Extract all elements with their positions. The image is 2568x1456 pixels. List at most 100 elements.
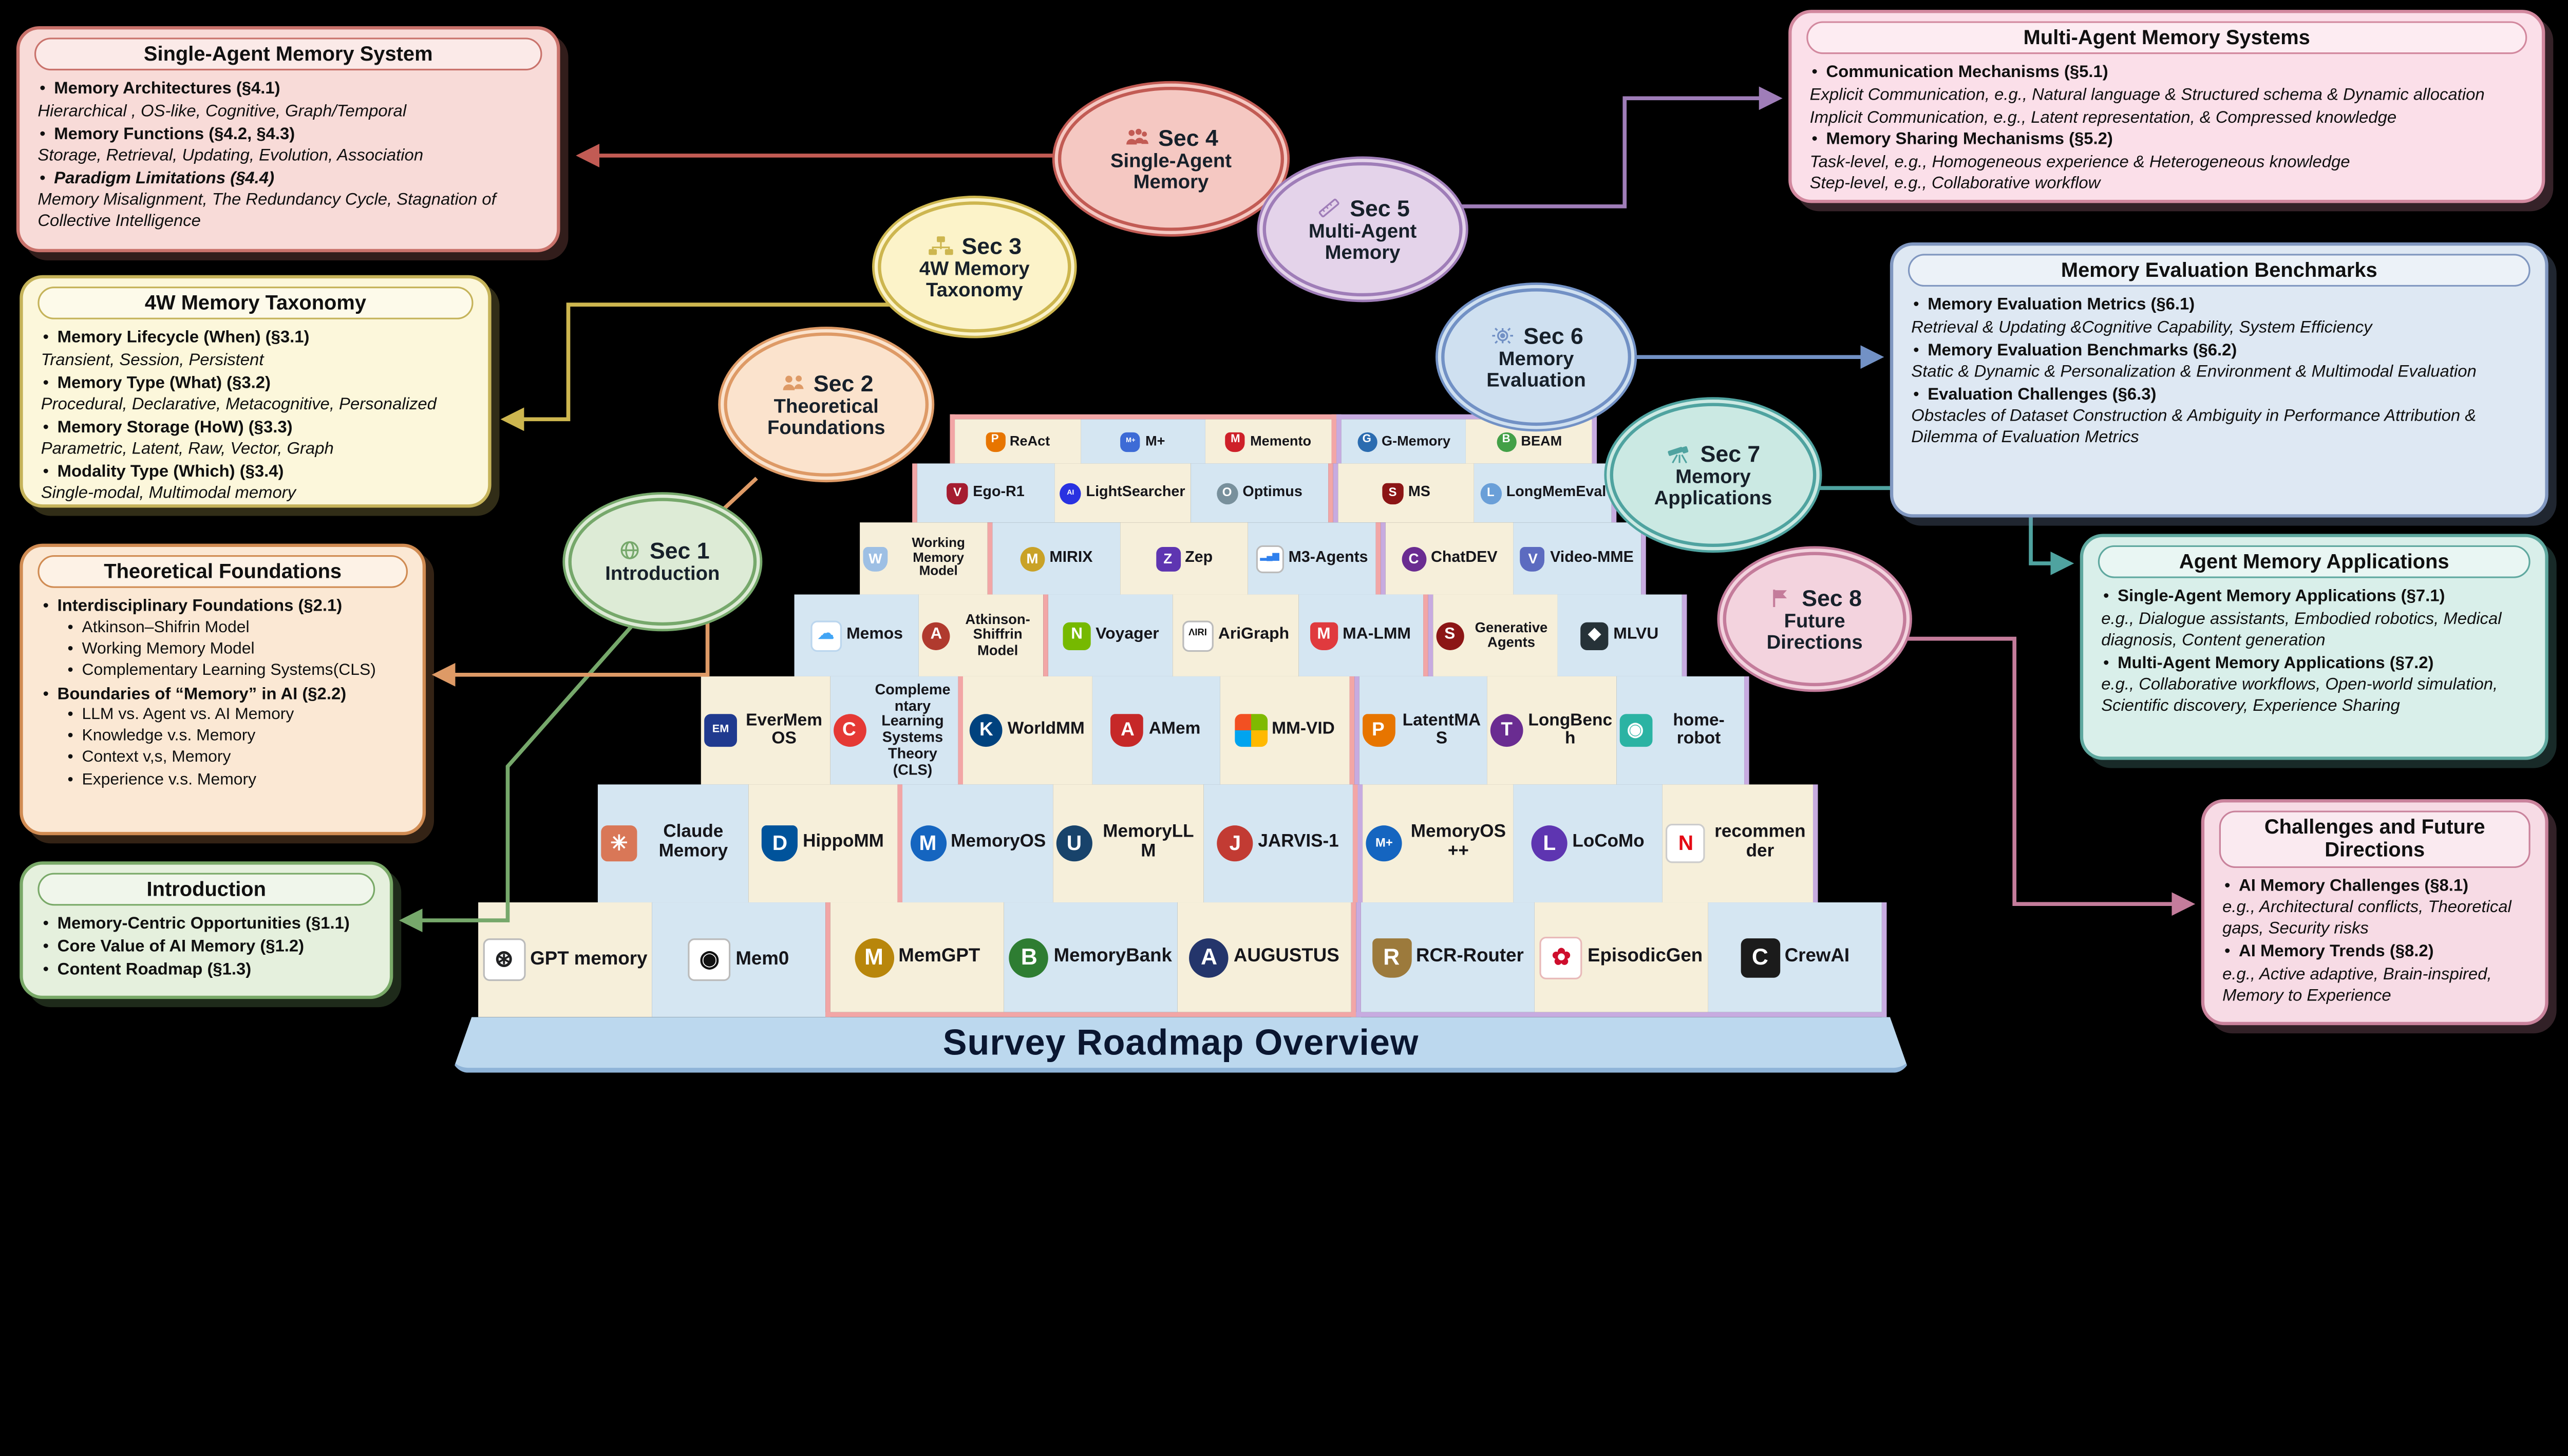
tile-label: Ego-R1 — [973, 483, 1025, 500]
taxonomy-panel: 4W Memory Taxonomy •Memory Lifecycle (Wh… — [20, 275, 492, 508]
panel-line: •Atkinson–Shifrin Model — [67, 619, 250, 637]
tile-label: Memos — [846, 625, 903, 643]
board-platform: Survey Roadmap Overview — [452, 1017, 1910, 1072]
tile-label: LongBench — [1528, 710, 1613, 749]
tile-label: Zep — [1185, 548, 1213, 566]
red-seal-icon: J — [1217, 825, 1253, 862]
tile-label: Mem0 — [735, 949, 789, 970]
agent-memory-applications-panel: Agent Memory Applications •Single-Agent … — [2080, 534, 2548, 760]
panel-line: •Memory Type (What) (§3.2) — [43, 374, 271, 392]
board-tile: U MemoryLLM — [1052, 784, 1203, 903]
panel-line: •Core Value of AI Memory (§1.2) — [43, 938, 305, 957]
harvard-shield-icon: V — [947, 482, 968, 504]
panel-title: Challenges and Future Directions — [2219, 810, 2531, 868]
tile-label: LightSearcher — [1086, 483, 1185, 500]
board-tile: M+MemoryOS++ — [1363, 784, 1513, 903]
red-seal-icon: A — [922, 621, 950, 650]
green-seal-icon: B — [1009, 937, 1049, 977]
memoryos-logos-icon: M — [910, 825, 946, 862]
board-tile: M+M+ — [1080, 419, 1206, 464]
panel-line: •Experience v.s. Memory — [67, 770, 257, 789]
tsinghua-seal-icon: T — [1490, 714, 1523, 747]
panel-line: Memory Misalignment, The Redundancy Cycl… — [37, 192, 496, 232]
tile-label: MM-VID — [1272, 719, 1335, 740]
locomo-logo-icon: L — [1531, 825, 1568, 862]
globe-icon — [615, 539, 643, 562]
panel-line: •Single-Agent Memory Applications (§7.1) — [2103, 588, 2445, 607]
panel-line: Implicit Communication, e.g., Latent rep… — [1809, 109, 2397, 127]
panel-line: •Context v,s, Memory — [67, 749, 231, 767]
tile-label: JARVIS-1 — [1258, 832, 1339, 852]
people-group-icon — [1124, 125, 1151, 148]
board-tile: ☁Memos — [794, 594, 919, 676]
anthropic-logo-icon: ✳ — [601, 825, 637, 862]
telescope-icon — [1666, 442, 1694, 465]
panel-body: •Interdisciplinary Foundations (§2.1)•At… — [36, 597, 409, 791]
board-tile: V Ego-R1 — [917, 463, 1054, 523]
section-number: Sec 7 — [1700, 440, 1761, 466]
panel-title: Single-Agent Memory System — [34, 37, 542, 71]
brain-icon: C — [833, 714, 866, 747]
connector-arrow — [1451, 86, 1783, 209]
tile-label: MemoryLLM — [1103, 822, 1194, 862]
panel-title: Theoretical Foundations — [37, 555, 408, 589]
panel-line: Storage, Retrieval, Updating, Evolution,… — [37, 147, 424, 166]
netflix-n-icon: N — [1666, 823, 1706, 863]
tile-label: ChatDEV — [1430, 548, 1498, 566]
tile-label: Complementary Learning Systems Theory (C… — [875, 680, 951, 778]
panel-body: •Memory-Centric Opportunities (§1.1) •Cor… — [36, 915, 376, 980]
panel-line: •Memory Evaluation Benchmarks (§6.2) — [1913, 341, 2237, 360]
panel-line: Parametric, Latent, Raw, Vector, Graph — [41, 441, 334, 459]
maryland-shield-icon: M — [1310, 621, 1338, 650]
panel-line: •AI Memory Trends (§8.2) — [2224, 943, 2434, 961]
tile-label: Optimus — [1242, 483, 1302, 500]
diagram-title: Survey Roadmap Overview — [942, 1021, 1419, 1062]
panel-line: •Memory-Centric Opportunities (§1.1) — [43, 916, 350, 934]
introduction-panel: Introduction •Memory-Centric Opportuniti… — [20, 861, 393, 999]
optimus-logo-icon: O — [1216, 482, 1238, 504]
tile-label: MA-LMM — [1343, 625, 1411, 643]
flag-icon — [1767, 585, 1795, 609]
tile-label: M3-Agents — [1288, 548, 1368, 566]
panel-line: Static & Dynamic & Personalization & Env… — [1911, 364, 2477, 382]
section-number: Sec 1 — [649, 537, 710, 564]
tile-label: BEAM — [1521, 432, 1562, 449]
panel-line: •AI Memory Challenges (§8.1) — [2224, 877, 2469, 896]
sec8-oval: Sec 8 Future Directions — [1723, 552, 1906, 687]
panel-line: •Memory Architectures (§4.1) — [40, 81, 280, 99]
board-tile: ⊛GPT memory — [478, 902, 652, 1017]
panel-line: Task-level, e.g., Homogeneous experience… — [1809, 153, 2350, 172]
university-crest-icon: W — [863, 546, 888, 571]
panel-line: •Communication Mechanisms (§5.1) — [1811, 64, 2108, 83]
panel-body: •Memory Architectures (§4.1)Hierarchical… — [33, 79, 544, 233]
video-mme-shield-icon: V — [1520, 546, 1545, 571]
panel-line: •Memory Lifecycle (When) (§3.1) — [43, 330, 310, 348]
panel-line: Transient, Session, Persistent — [41, 352, 264, 370]
challenges-panel: Challenges and Future Directions •AI Mem… — [2201, 799, 2548, 1026]
tile-label: Voyager — [1096, 625, 1159, 643]
ucsd-crest-icon: U — [1056, 825, 1092, 862]
gmemory-logo-icon: G — [1357, 431, 1377, 451]
section-number: Sec 8 — [1802, 583, 1862, 611]
